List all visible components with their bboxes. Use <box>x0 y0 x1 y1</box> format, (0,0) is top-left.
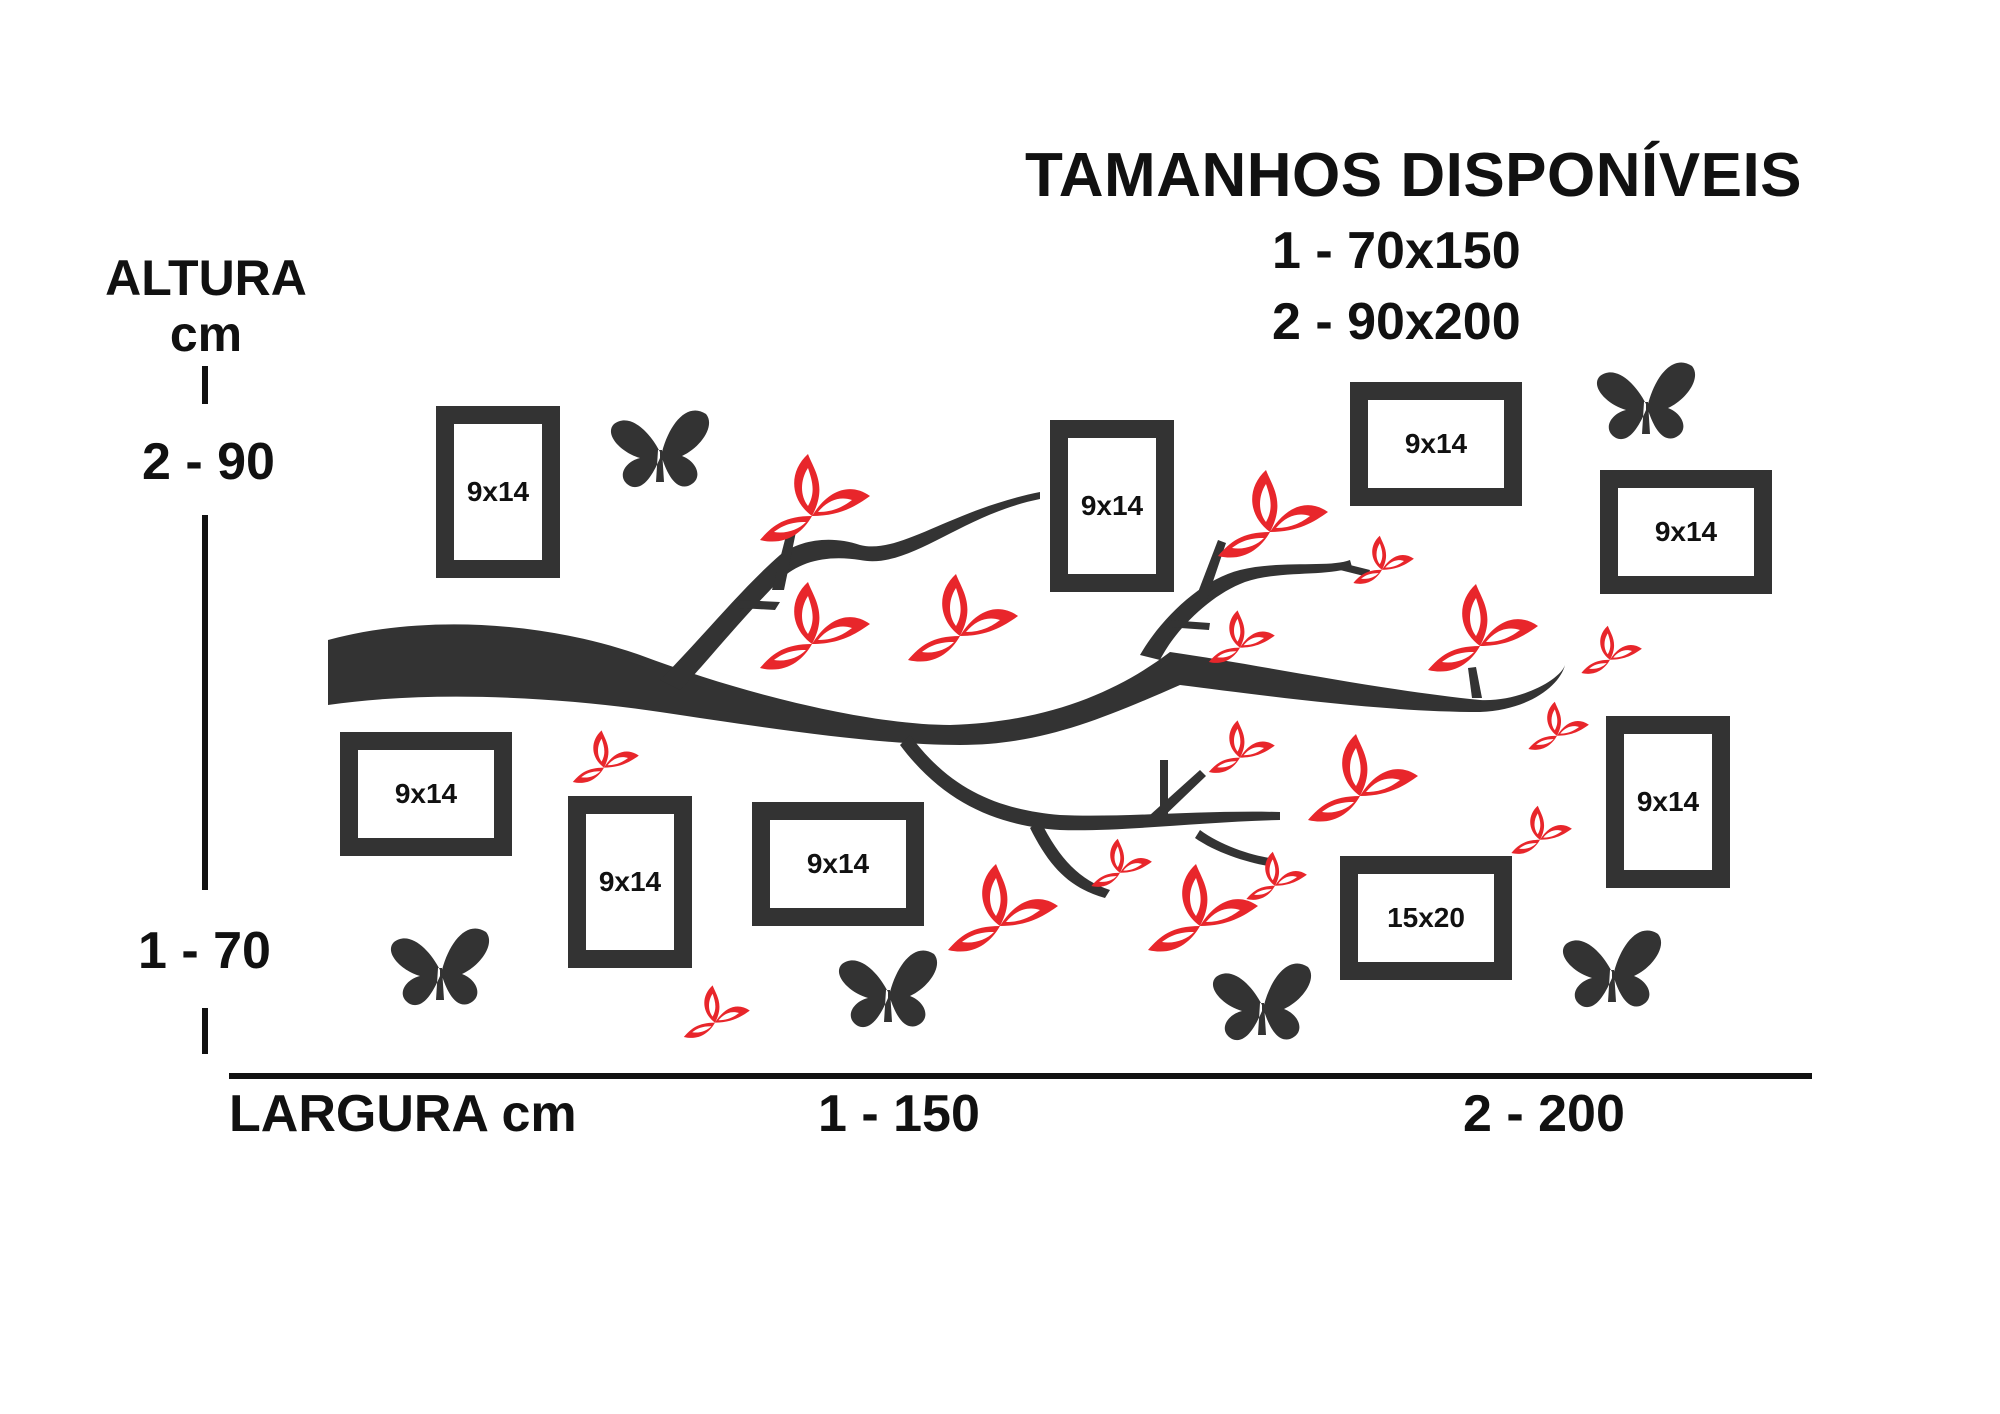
flower-icon <box>572 730 639 783</box>
photo-frame: 9x14 <box>1600 470 1772 594</box>
frame-size-label: 9x14 <box>1404 428 1468 459</box>
photo-frame: 9x14 <box>1050 420 1174 592</box>
height-axis-tick-bottom <box>202 1008 208 1054</box>
height-axis-label: ALTURA cm <box>105 250 307 362</box>
width-axis-label: LARGURA cm <box>229 1085 577 1143</box>
butterfly-icon <box>1562 930 1662 1008</box>
photo-frame: 9x14 <box>752 802 924 926</box>
height-axis-line <box>202 515 208 890</box>
flower-icon <box>1208 720 1275 773</box>
flower-icon <box>1528 701 1589 750</box>
butterfly-icon <box>610 410 710 488</box>
width-mark-1: 1 - 150 <box>818 1085 980 1143</box>
frame-size-label: 9x14 <box>466 476 530 507</box>
available-sizes-title: TAMANHOS DISPONÍVEIS <box>1025 141 1803 210</box>
photo-frame: 15x20 <box>1340 856 1512 980</box>
size-option-2: 2 - 90x200 <box>1272 293 1521 351</box>
flower-icon <box>760 582 870 670</box>
frame-size-label: 15x20 <box>1387 902 1465 933</box>
flower-icon <box>1353 535 1414 584</box>
flower-icon <box>908 574 1018 662</box>
flower-icon <box>760 454 870 542</box>
width-mark-2: 2 - 200 <box>1463 1085 1625 1143</box>
frame-size-label: 9x14 <box>806 848 870 879</box>
flower-icon <box>1511 805 1572 854</box>
butterfly-icon <box>1596 362 1696 440</box>
butterfly-icon <box>390 928 490 1006</box>
photo-frame: 9x14 <box>1350 382 1522 506</box>
photo-frame: 9x14 <box>436 406 560 578</box>
size-option-1: 1 - 70x150 <box>1272 222 1521 280</box>
flower-icon <box>948 864 1058 952</box>
frame-size-label: 9x14 <box>1654 516 1718 547</box>
height-axis-tick-top <box>202 366 208 404</box>
photo-frame: 9x14 <box>340 732 512 856</box>
height-mark-2: 2 - 90 <box>142 433 275 491</box>
height-mark-1: 1 - 70 <box>138 922 271 980</box>
flower-icon <box>1218 470 1328 558</box>
frame-size-label: 9x14 <box>598 866 662 897</box>
flower-icon <box>1148 864 1258 952</box>
flower-icon <box>1208 610 1275 663</box>
flower-icon <box>1581 625 1642 674</box>
frame-size-label: 9x14 <box>394 778 458 809</box>
butterfly-icon <box>1212 963 1312 1041</box>
tree-branch <box>328 492 1565 898</box>
frame-size-label: 9x14 <box>1080 490 1144 521</box>
flower-icon <box>1428 584 1538 672</box>
butterfly-icon <box>838 950 938 1028</box>
photo-frame: 9x14 <box>568 796 692 968</box>
flower-icon <box>1308 734 1418 822</box>
flower-icon <box>1091 838 1152 887</box>
flower-icon <box>683 985 750 1038</box>
frame-size-label: 9x14 <box>1636 786 1700 817</box>
photo-frame: 9x14 <box>1606 716 1730 888</box>
width-axis-line <box>229 1073 1812 1079</box>
